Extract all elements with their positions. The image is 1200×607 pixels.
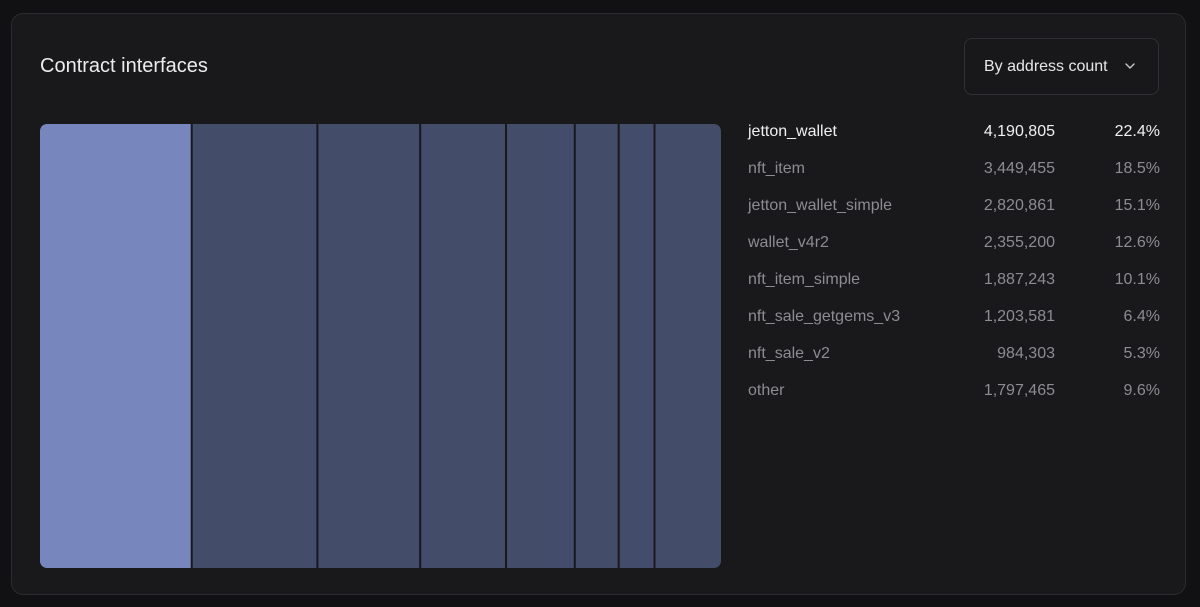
legend-row-nft-item[interactable]: nft_item 3,449,455 18.5% [748, 155, 1160, 192]
chevron-down-icon [1125, 63, 1135, 69]
legend-item-count: 3,449,455 [983, 160, 1055, 177]
legend-item-name: nft_item_simple [748, 271, 861, 288]
legend-row-jetton-wallet-simple[interactable]: jetton_wallet_simple 2,820,861 15.1% [748, 192, 1160, 229]
legend-item-percent: 6.4% [1123, 308, 1160, 325]
sort-dropdown-label: By address count [984, 57, 1108, 75]
legend-item-name: jetton_wallet [748, 123, 837, 140]
legend-item-name: nft_sale_getgems_v3 [748, 308, 901, 325]
legend-row-nft-item-simple[interactable]: nft_item_simple 1,887,243 10.1% [748, 266, 1160, 303]
sort-dropdown[interactable]: By address count [964, 38, 1159, 95]
legend-item-name: jetton_wallet_simple [748, 197, 893, 214]
legend-item-percent: 22.4% [1114, 123, 1160, 140]
legend-table: jetton_wallet 4,190,805 22.4% nft_item 3,449… [748, 118, 1160, 414]
legend-item-count: 2,820,861 [983, 197, 1055, 214]
treemap-cell-jetton-wallet[interactable] [40, 124, 191, 568]
legend-item-percent: 18.5% [1114, 160, 1160, 177]
treemap-cell-nft-sale-getgems-v3[interactable] [575, 124, 618, 568]
legend-item-percent: 5.3% [1123, 345, 1160, 362]
legend-row-wallet-v4r2[interactable]: wallet_v4r2 2,355,200 12.6% [748, 229, 1160, 266]
legend-row-nft-sale-getgems-v3[interactable]: nft_sale_getgems_v3 1,203,581 6.4% [748, 303, 1160, 340]
legend-item-name: wallet_v4r2 [748, 234, 829, 251]
legend-item-count: 4,190,805 [983, 123, 1055, 140]
treemap-cell-wallet-v4r2[interactable] [421, 124, 506, 568]
legend-item-count: 2,355,200 [983, 234, 1055, 251]
legend-row-other[interactable]: other 1,797,465 9.6% [748, 377, 1160, 414]
legend-item-count: 1,797,465 [983, 382, 1055, 399]
legend-row-jetton-wallet[interactable]: jetton_wallet 4,190,805 22.4% [748, 118, 1160, 155]
legend-item-count: 1,887,243 [983, 271, 1055, 288]
legend-item-percent: 10.1% [1114, 271, 1160, 288]
legend-item-percent: 12.6% [1114, 234, 1160, 251]
legend-item-name: nft_sale_v2 [748, 345, 830, 362]
treemap-cell-other[interactable] [655, 124, 722, 568]
treemap-chart [40, 124, 721, 568]
treemap-cell-jetton-wallet-simple[interactable] [318, 124, 420, 568]
legend-item-percent: 9.6% [1123, 382, 1160, 399]
treemap-cell-nft-item[interactable] [192, 124, 317, 568]
contract-interfaces-card: Contract interfaces By address count jet… [11, 13, 1186, 595]
treemap-cell-nft-item-simple[interactable] [507, 124, 574, 568]
legend-item-name: nft_item [748, 160, 805, 177]
legend-item-percent: 15.1% [1114, 197, 1160, 214]
legend-row-nft-sale-v2[interactable]: nft_sale_v2 984,303 5.3% [748, 340, 1160, 377]
card-title: Contract interfaces [40, 55, 208, 77]
legend-item-count: 1,203,581 [983, 308, 1055, 325]
treemap-cell-nft-sale-v2[interactable] [619, 124, 654, 568]
legend-item-name: other [748, 382, 785, 399]
legend-item-count: 984,303 [997, 345, 1055, 362]
